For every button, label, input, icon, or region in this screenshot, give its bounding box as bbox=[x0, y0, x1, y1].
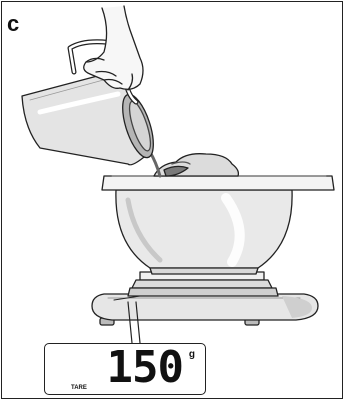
kitchen-scale-icon bbox=[92, 294, 318, 325]
mixing-bowl-icon bbox=[102, 176, 334, 274]
weight-reading: 150 bbox=[107, 346, 183, 390]
bowl-pedestal bbox=[128, 272, 278, 296]
bowl-contents bbox=[154, 154, 238, 176]
scale-display: 150 g TARE bbox=[44, 343, 206, 395]
unit-label: g bbox=[189, 349, 195, 360]
tare-indicator: TARE bbox=[71, 385, 87, 391]
